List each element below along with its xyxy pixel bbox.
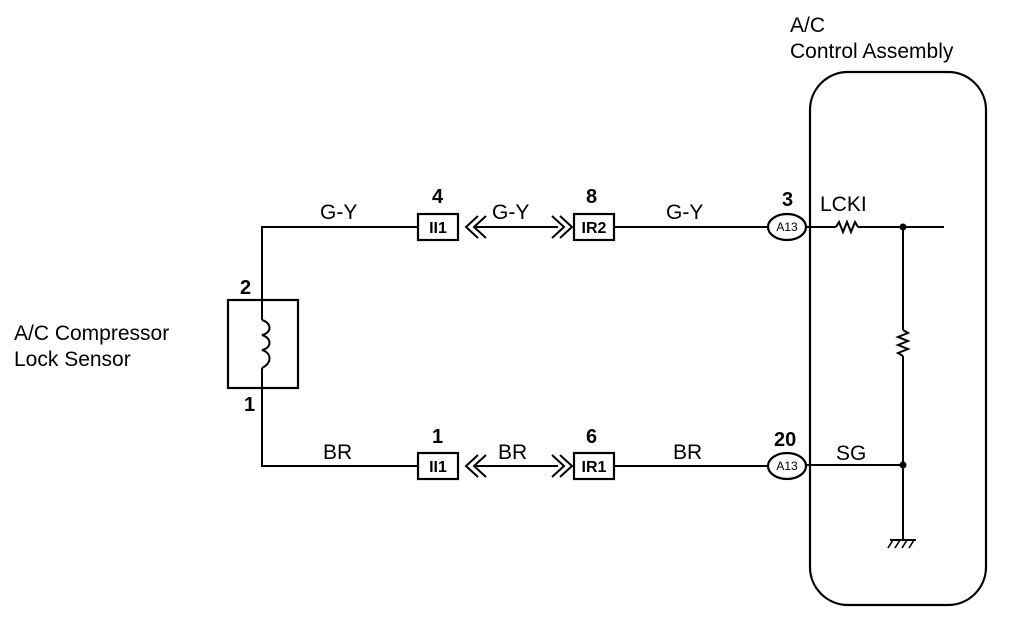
lower-wire-color-3: BR: [673, 441, 702, 464]
lower-terminal-id: A13: [776, 459, 798, 473]
lower-connector-arrow-right-icon: [551, 454, 574, 478]
sensor-pin-top: 2: [240, 277, 251, 299]
upper-connector-1: [416, 212, 460, 242]
upper-wire-color-2: G-Y: [492, 201, 529, 224]
upper-terminal-id: A13: [776, 220, 798, 234]
sensor-label-line1: A/C Compressor: [14, 322, 169, 345]
internal-circuit: [887, 223, 916, 549]
lower-connector-1: [416, 451, 460, 481]
internal-resistor-icon: [895, 329, 911, 357]
lower-circuit: BR 1 II1 BR 6 IR1 BR 20 A13 SG: [261, 388, 903, 481]
lower-connector-2: [572, 451, 616, 481]
sensor-label-line2: Lock Sensor: [14, 348, 131, 371]
upper-connector-1-id: II1: [429, 220, 447, 237]
control-assembly-title-line1: A/C: [790, 14, 825, 37]
lower-connector-1-pin: 1: [432, 426, 443, 448]
sensor-coil-icon: [261, 319, 271, 369]
upper-circuit: G-Y 4 II1 G-Y 8 IR2 G-Y 3 A13 LCKI: [261, 186, 944, 300]
lower-connector-1-id: II1: [429, 459, 447, 476]
upper-connector-1-pin: 4: [432, 186, 444, 208]
lower-connector-arrow-left-icon: [464, 454, 487, 478]
lower-signal-name: SG: [836, 442, 866, 465]
upper-connector-arrow-right-icon: [551, 215, 574, 239]
upper-connector-2-id: IR2: [582, 220, 607, 237]
sensor-pin-bottom: 1: [244, 394, 255, 416]
lower-connector-2-pin: 6: [586, 426, 597, 448]
upper-terminal-pin: 3: [782, 189, 793, 211]
lower-terminal: [766, 451, 808, 481]
lower-connector-2-id: IR1: [582, 459, 607, 476]
control-assembly-title-line2: Control Assembly: [790, 40, 954, 63]
upper-wire-color-3: G-Y: [666, 201, 703, 224]
upper-connector-arrow-left-icon: [464, 215, 487, 239]
lock-sensor: A/C Compressor Lock Sensor 2 1: [14, 277, 300, 416]
lower-wire-color-2: BR: [498, 441, 527, 464]
upper-wire-color-1: G-Y: [320, 201, 357, 224]
control-assembly-outline: [808, 70, 988, 607]
control-assembly: A/C Control Assembly: [790, 14, 988, 607]
ground-icon: [887, 539, 916, 549]
upper-connector-2-pin: 8: [586, 186, 597, 208]
lower-terminal-pin: 20: [774, 429, 796, 451]
upper-signal-name: LCKI: [820, 193, 867, 216]
upper-connector-2: [572, 212, 616, 242]
lower-wire-color-1: BR: [323, 441, 352, 464]
upper-terminal: [766, 212, 808, 242]
